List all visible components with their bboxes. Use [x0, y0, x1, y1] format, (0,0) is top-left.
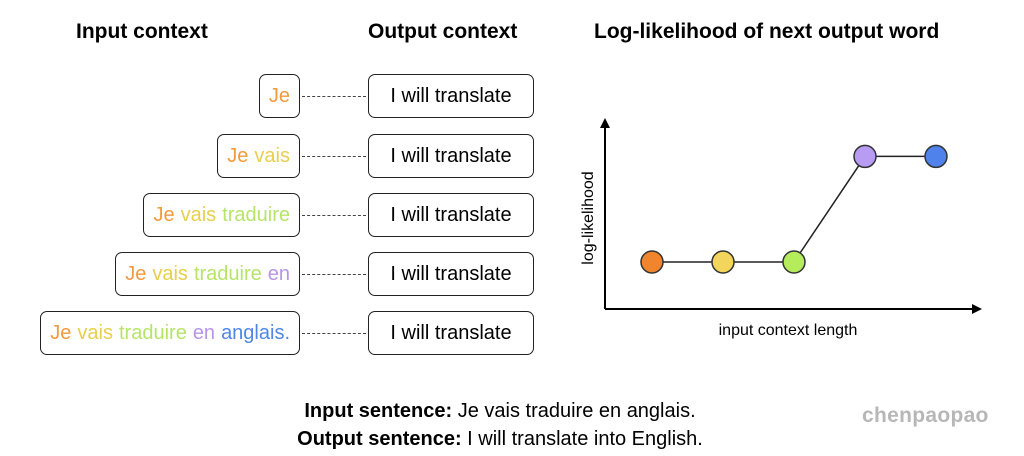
input-word: traduire	[222, 203, 290, 226]
series-line	[652, 155, 936, 263]
loglikelihood-heading: Log-likelihood of next output word	[594, 20, 940, 43]
output-sentence-caption: Output sentence: I will translate into E…	[0, 428, 1000, 451]
output-context-box: I will translate	[368, 74, 534, 118]
input-sentence-label: Input sentence:	[304, 400, 453, 422]
input-word: en	[192, 321, 216, 344]
output-context-box: I will translate	[368, 134, 534, 178]
output-context-heading: Output context	[368, 20, 518, 43]
y-axis-label: log-likelihood	[580, 171, 597, 264]
output-context-box: I will translate	[368, 193, 534, 237]
input-word: vais	[254, 144, 290, 167]
output-sentence-text: I will translate into English.	[461, 428, 703, 450]
input-word: en	[267, 262, 290, 285]
input-word: Je	[125, 262, 147, 285]
input-sentence-text: Je vais traduire en anglais.	[452, 400, 696, 422]
input-word: vais	[180, 203, 217, 226]
input-word: anglais.	[221, 321, 290, 344]
chart-series	[640, 144, 948, 274]
watermark: chenpaopao	[862, 404, 989, 427]
input-word: Je	[227, 144, 249, 167]
input-word: Je	[153, 203, 175, 226]
x-axis-label: input context length	[719, 322, 858, 339]
data-point	[711, 250, 735, 274]
input-word: traduire	[119, 321, 187, 344]
input-word: Je	[268, 84, 290, 107]
input-word: vais	[152, 262, 188, 285]
input-context-box: Je	[258, 74, 300, 118]
data-point	[924, 144, 948, 169]
input-word: vais	[77, 321, 113, 344]
output-context-box: I will translate	[368, 252, 534, 296]
dashed-connector	[302, 156, 366, 157]
data-point	[640, 250, 664, 274]
input-context-heading: Input context	[76, 20, 208, 43]
output-context-box: I will translate	[368, 311, 534, 355]
dashed-connector	[302, 274, 366, 275]
output-sentence-label: Output sentence:	[297, 428, 462, 450]
dashed-connector	[302, 96, 366, 97]
input-word: Je	[50, 321, 72, 344]
dashed-connector	[302, 333, 366, 334]
dashed-connector	[302, 215, 366, 216]
input-sentence-caption: Input sentence: Je vais traduire en angl…	[0, 400, 1000, 423]
input-word: traduire	[193, 262, 262, 285]
data-point	[782, 250, 806, 274]
data-point	[853, 144, 877, 169]
